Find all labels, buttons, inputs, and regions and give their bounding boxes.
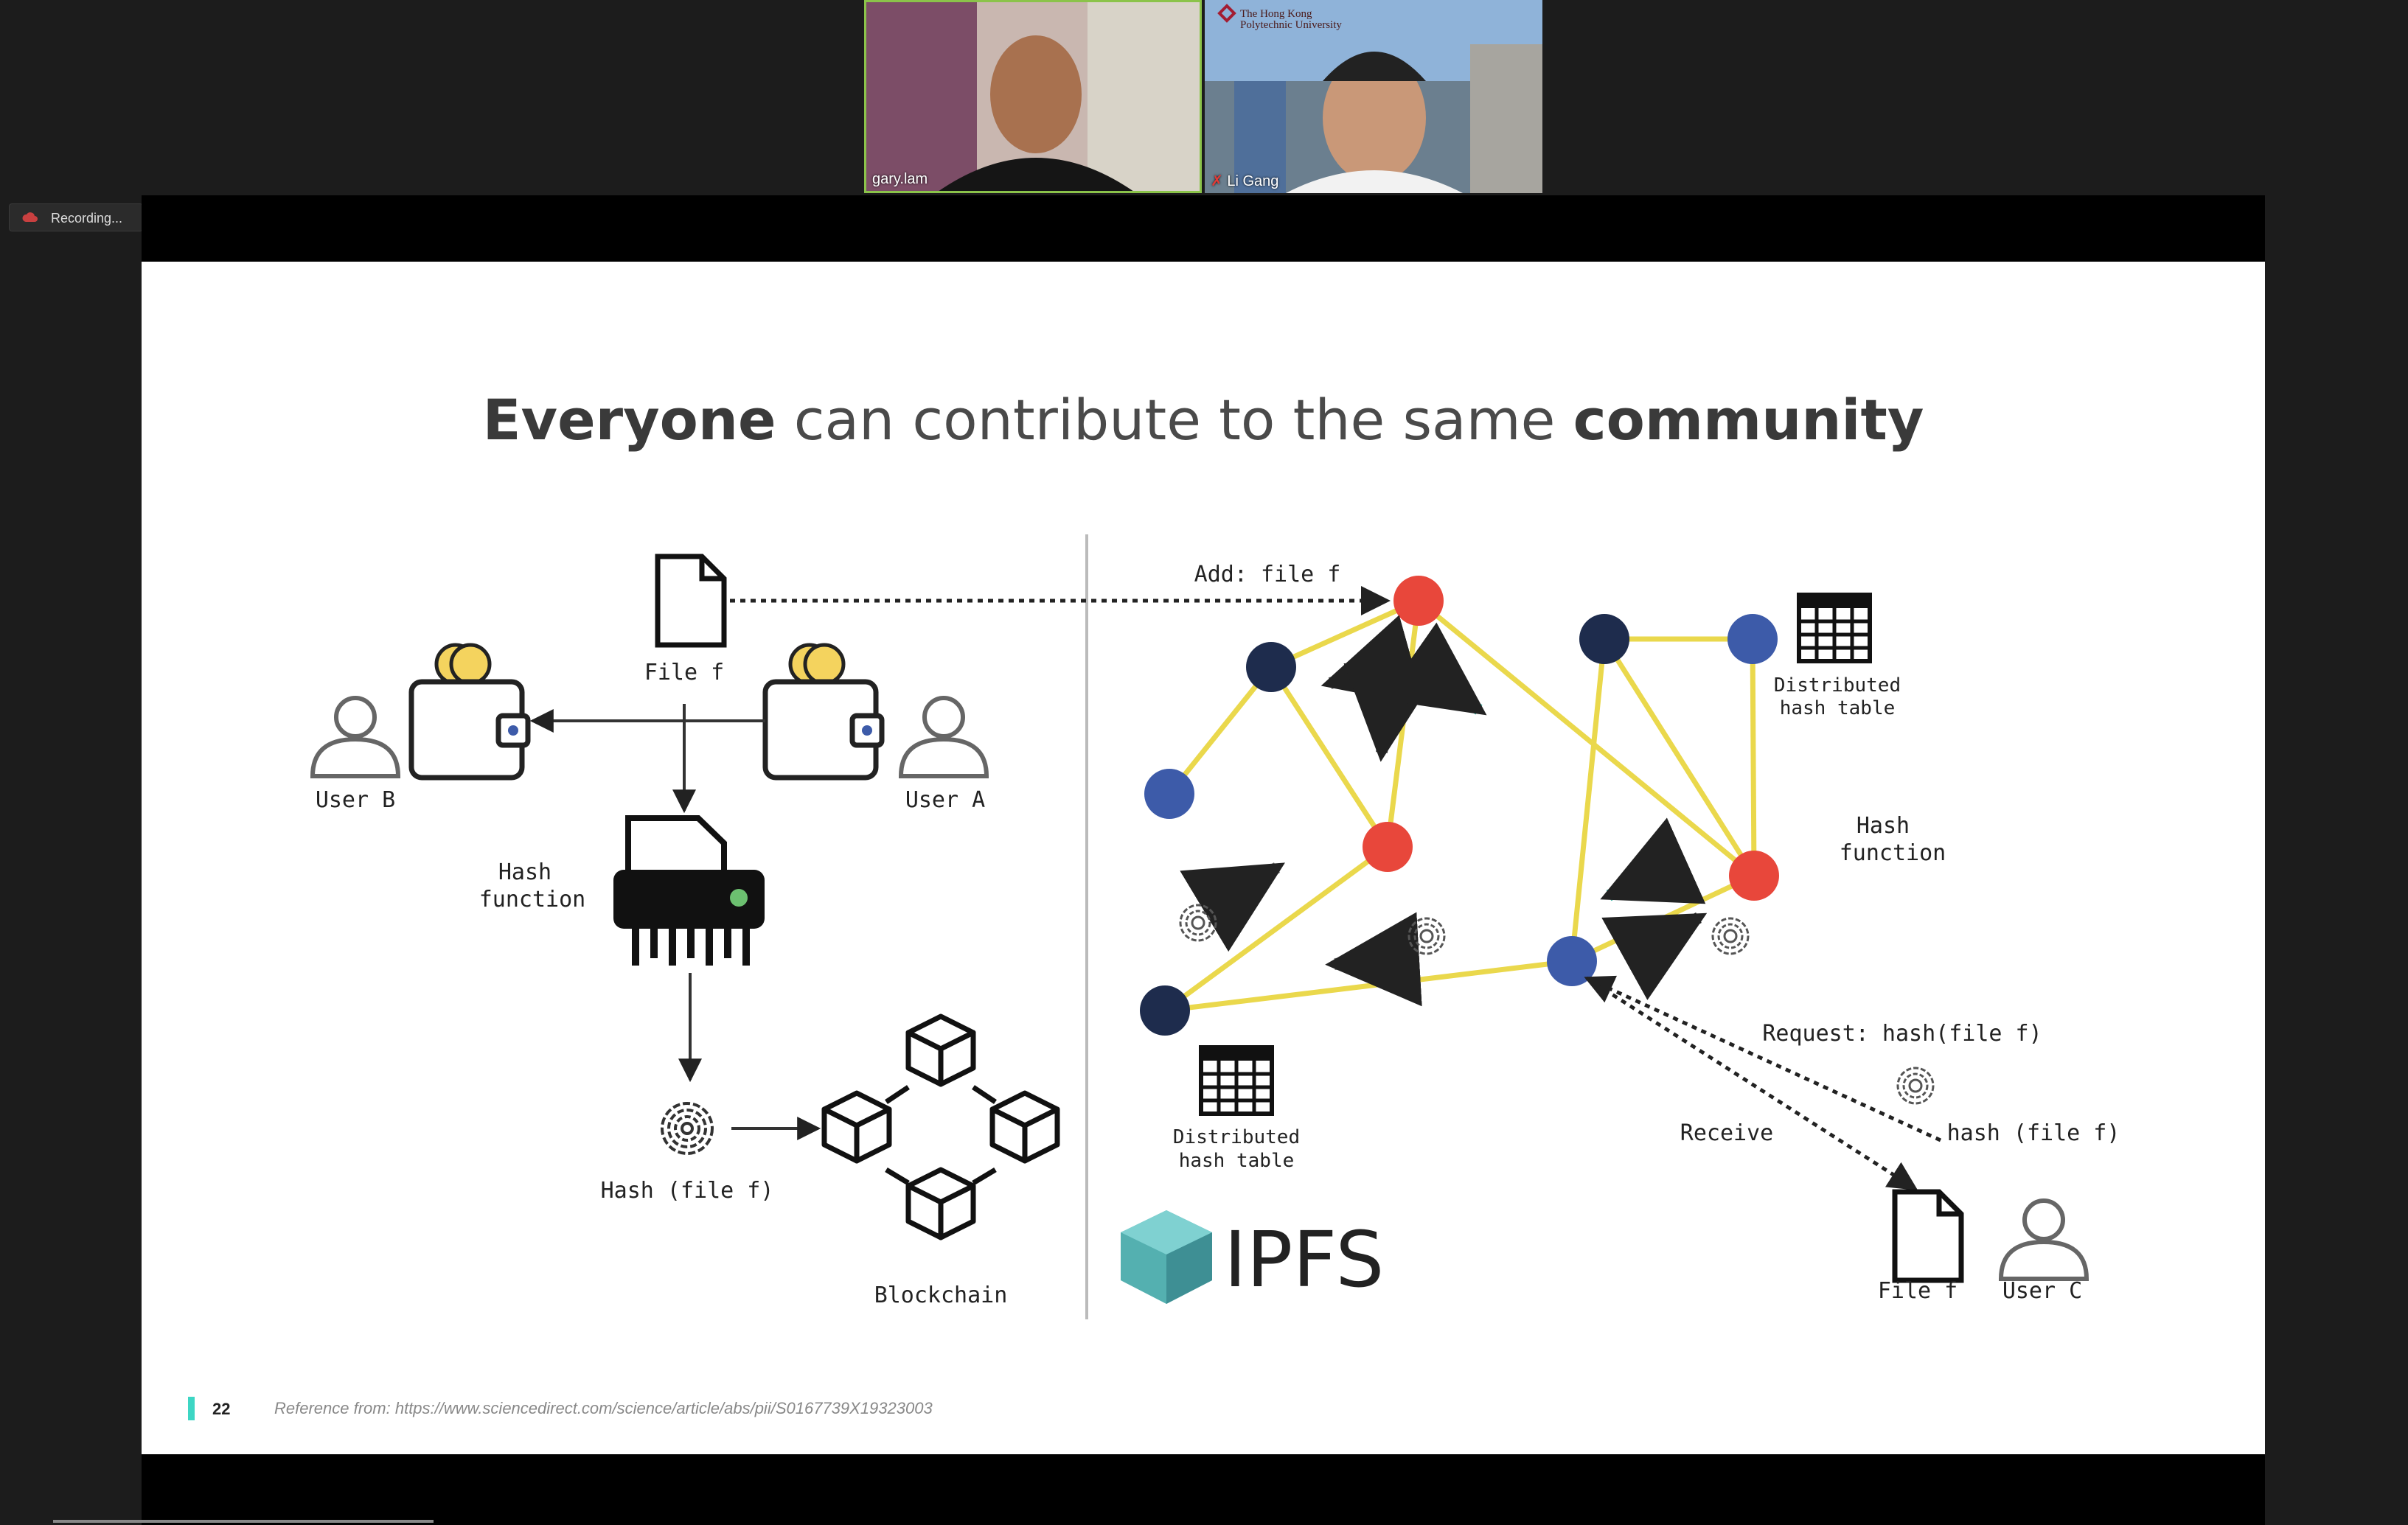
user-a-icon (901, 698, 986, 776)
hash-function-label: function (1840, 840, 1946, 866)
hash-function-label: function (479, 887, 586, 912)
hash-function-label: Hash (498, 859, 551, 885)
muted-mic-icon: ✗ (1211, 173, 1223, 189)
arrow-receive (1585, 976, 1918, 1191)
cloud-record-icon (22, 212, 38, 222)
receive-label: Receive (1680, 1120, 1773, 1146)
node-red (1363, 822, 1413, 872)
fingerprint-icon (1407, 917, 1446, 955)
screen-share-border-top (142, 195, 2265, 262)
screen-share-border-bottom (142, 1454, 2265, 1525)
participant-name: ✗ Li Gang (1211, 173, 1279, 189)
university-logo-icon (1217, 4, 1236, 23)
dht-label: Distributed (1774, 674, 1901, 697)
blockchain-icon (824, 1016, 1057, 1238)
ipfs-logo-text: IPFS (1224, 1215, 1384, 1305)
user-b-icon (313, 698, 398, 776)
file-label: File f (644, 660, 724, 685)
hash-table-icon (1799, 595, 1870, 661)
wallet-a-icon (765, 645, 882, 778)
slide-diagram: File f User B User A Hash function Hash … (142, 534, 2120, 1319)
node-blue (1727, 614, 1778, 664)
blockchain-label: Blockchain (874, 1283, 1008, 1308)
slide-title: Everyone can contribute to the same comm… (482, 387, 1924, 453)
fingerprint-icon (661, 1102, 714, 1155)
participant-name: gary.lam (872, 171, 928, 187)
node-dark (1246, 642, 1296, 692)
page-number: 22 (212, 1400, 231, 1418)
fingerprint-icon (1896, 1067, 1935, 1105)
node-red (1393, 576, 1444, 626)
node-dark (1579, 614, 1629, 664)
participant-tile-gary[interactable]: gary.lam (864, 0, 1202, 193)
fingerprint-icon (1179, 904, 1217, 942)
recording-indicator[interactable]: Recording... (9, 203, 143, 231)
participant-video-gary (866, 2, 1200, 191)
node-dark (1140, 985, 1190, 1036)
hash-output-label: Hash (file f) (601, 1178, 774, 1204)
dht-label: hash table (1780, 697, 1896, 719)
participant-tile-li-gang[interactable]: The Hong Kong Polytechnic University ✗ L… (1205, 0, 1542, 193)
hash-table-icon (1201, 1047, 1272, 1114)
flow-arrows (1180, 615, 1708, 1007)
shredder-icon (613, 815, 765, 966)
file-icon (658, 556, 724, 645)
file-icon (1895, 1192, 1961, 1280)
wallet-b-icon (411, 645, 528, 778)
user-b-label: User B (316, 787, 395, 813)
fingerprint-icon (1711, 917, 1750, 955)
page-accent-bar (188, 1397, 195, 1420)
user-c-label: User C (2002, 1278, 2082, 1304)
request-label: Request: hash(file f) (1762, 1021, 2042, 1047)
dht-label: hash table (1179, 1150, 1295, 1172)
add-file-label: Add: file f (1194, 562, 1341, 587)
node-blue (1547, 936, 1597, 986)
ipfs-logo-icon (1121, 1210, 1212, 1304)
reference-text: Reference from: https://www.sciencedirec… (274, 1399, 933, 1417)
node-red (1729, 851, 1779, 901)
hash-file-label: hash (file f) (1947, 1120, 2120, 1146)
arrow-request (1584, 975, 1942, 1142)
hash-function-label: Hash (1857, 813, 1910, 839)
user-c-icon (2001, 1201, 2087, 1279)
file-label: File f (1878, 1278, 1958, 1304)
user-a-label: User A (905, 787, 985, 813)
network-nodes (1140, 576, 1779, 1036)
taskbar-indicator (53, 1520, 434, 1523)
shared-slide: Everyone can contribute to the same comm… (142, 262, 2265, 1454)
university-label: The Hong Kong Polytechnic University (1240, 8, 1342, 31)
dht-label: Distributed (1173, 1126, 1300, 1148)
node-blue (1144, 769, 1194, 819)
participant-video-li-gang (1205, 0, 1542, 193)
recording-label: Recording... (51, 211, 123, 226)
